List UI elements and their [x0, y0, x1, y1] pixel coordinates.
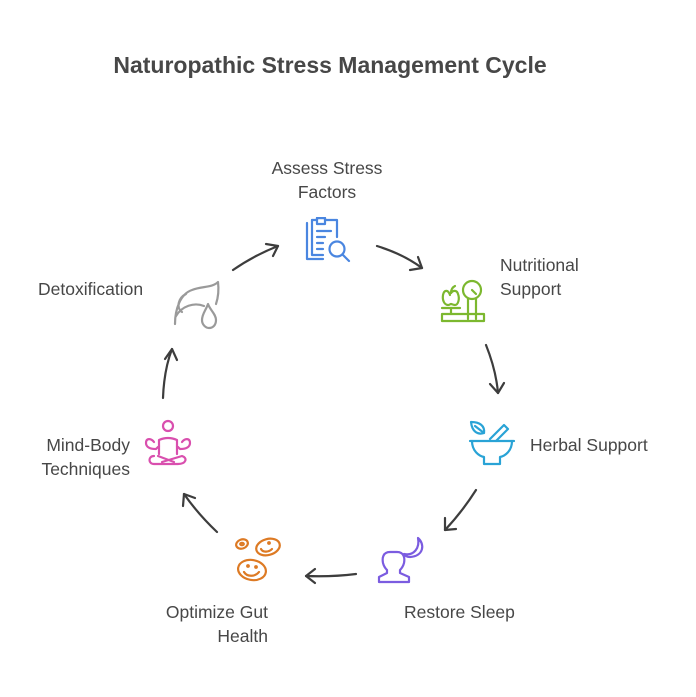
diagram-title: Naturopathic Stress Management Cycle [113, 52, 547, 78]
leaf-drop-icon [173, 280, 220, 330]
person-moon-icon [377, 536, 424, 584]
label-line: Mind-Body [46, 435, 130, 455]
step-label-assess-stress-factors: Assess Stress Factors [262, 156, 392, 204]
smiling-bacteria-icon [235, 537, 281, 582]
arrow-herbal-to-sleep [443, 488, 478, 532]
label-line: Techniques [41, 459, 130, 479]
arrow-mindbody-to-detox [161, 347, 179, 400]
step-label-restore-sleep: Restore Sleep [404, 600, 515, 624]
mortar-pestle-leaf-icon [468, 420, 516, 466]
arrow-nutritional-to-herbal [484, 343, 506, 395]
step-label-nutritional-support: Nutritional Support [500, 253, 579, 301]
meditation-icon [144, 419, 192, 466]
apple-scale-icon [440, 279, 486, 323]
label-line: Detoxification [38, 279, 144, 299]
step-label-mind-body-techniques: Mind-Body Techniques [20, 433, 130, 481]
arrow-assess-to-nutritional [375, 244, 424, 272]
label-line: Health [217, 626, 268, 646]
clipboard-search-icon [305, 217, 351, 263]
label-line: Herbal Support [530, 435, 648, 455]
label-line: Nutritional [500, 255, 579, 275]
arrow-detox-to-assess [231, 242, 280, 272]
step-label-detoxification: Detoxification [38, 277, 143, 301]
step-label-herbal-support: Herbal Support [530, 433, 648, 457]
arrow-gut-to-mindbody [181, 492, 219, 534]
label-line: Assess Stress [271, 158, 383, 178]
label-line: Support [500, 279, 562, 299]
arrow-sleep-to-gut [304, 567, 358, 585]
label-line: Restore Sleep [404, 602, 515, 622]
label-line: Optimize Gut [165, 602, 268, 622]
step-label-optimize-gut-health: Optimize Gut Health [148, 600, 268, 648]
label-line: Factors [297, 182, 357, 202]
